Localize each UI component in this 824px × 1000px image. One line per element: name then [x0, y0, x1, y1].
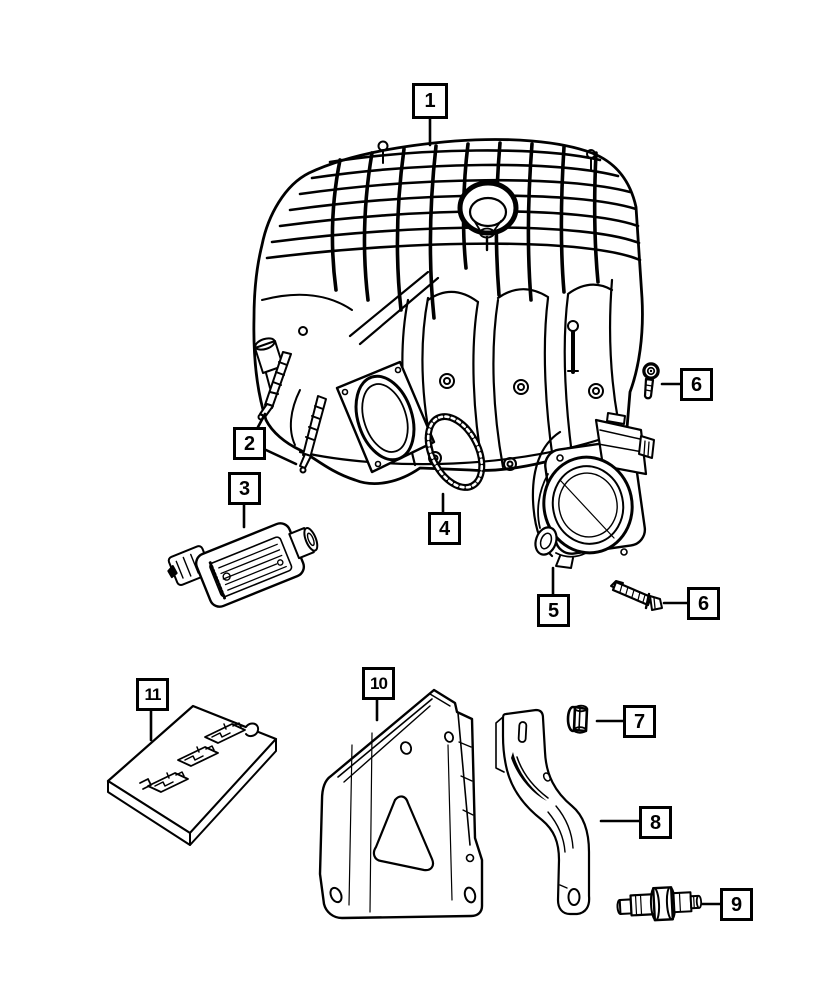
callout-6-lower-label: 6: [697, 592, 710, 615]
callout-9-label: 9: [730, 893, 743, 916]
hex-flange-bolt-long-illustration: [610, 580, 663, 611]
callout-10-label: 10: [370, 674, 388, 693]
leader-lines: [149, 116, 722, 906]
callout-7[interactable]: 7: [623, 705, 656, 738]
callout-6-lower[interactable]: 6: [687, 587, 720, 620]
callout-5[interactable]: 5: [537, 594, 570, 627]
callout-6-upper-label: 6: [690, 373, 703, 396]
curved-support-bracket-illustration: [495, 708, 591, 916]
callout-3-label: 3: [238, 477, 251, 500]
hex-flange-bolt-short-illustration: [642, 362, 660, 400]
callout-5-label: 5: [547, 599, 560, 622]
throttle-body-illustration: [531, 412, 655, 569]
callout-4-label: 4: [438, 517, 451, 540]
callout-8-label: 8: [649, 811, 662, 834]
intake-manifold-illustration: [252, 138, 644, 485]
side-support-bracket-illustration: [318, 688, 484, 920]
insulator-plate-illustration: [106, 704, 278, 846]
callout-4[interactable]: 4: [428, 512, 461, 545]
callout-2-label: 2: [243, 432, 256, 455]
callout-6-upper[interactable]: 6: [680, 368, 713, 401]
mounting-studs-illustration: [257, 351, 327, 474]
callout-10[interactable]: 10: [362, 667, 395, 700]
callout-2[interactable]: 2: [233, 427, 266, 460]
hex-flange-nut-illustration: [566, 704, 589, 734]
callout-1[interactable]: 1: [412, 83, 448, 119]
throttle-body-seal-illustration: [424, 413, 486, 491]
double-ended-stud-illustration: [616, 886, 703, 922]
callout-9[interactable]: 9: [720, 888, 753, 921]
callout-11[interactable]: 11: [136, 678, 169, 711]
callout-11-label: 11: [144, 685, 162, 704]
callout-3[interactable]: 3: [228, 472, 261, 505]
callout-1-label: 1: [424, 90, 436, 112]
callout-8[interactable]: 8: [639, 806, 672, 839]
callout-7-label: 7: [633, 710, 646, 733]
map-sensor-illustration: [167, 522, 319, 608]
